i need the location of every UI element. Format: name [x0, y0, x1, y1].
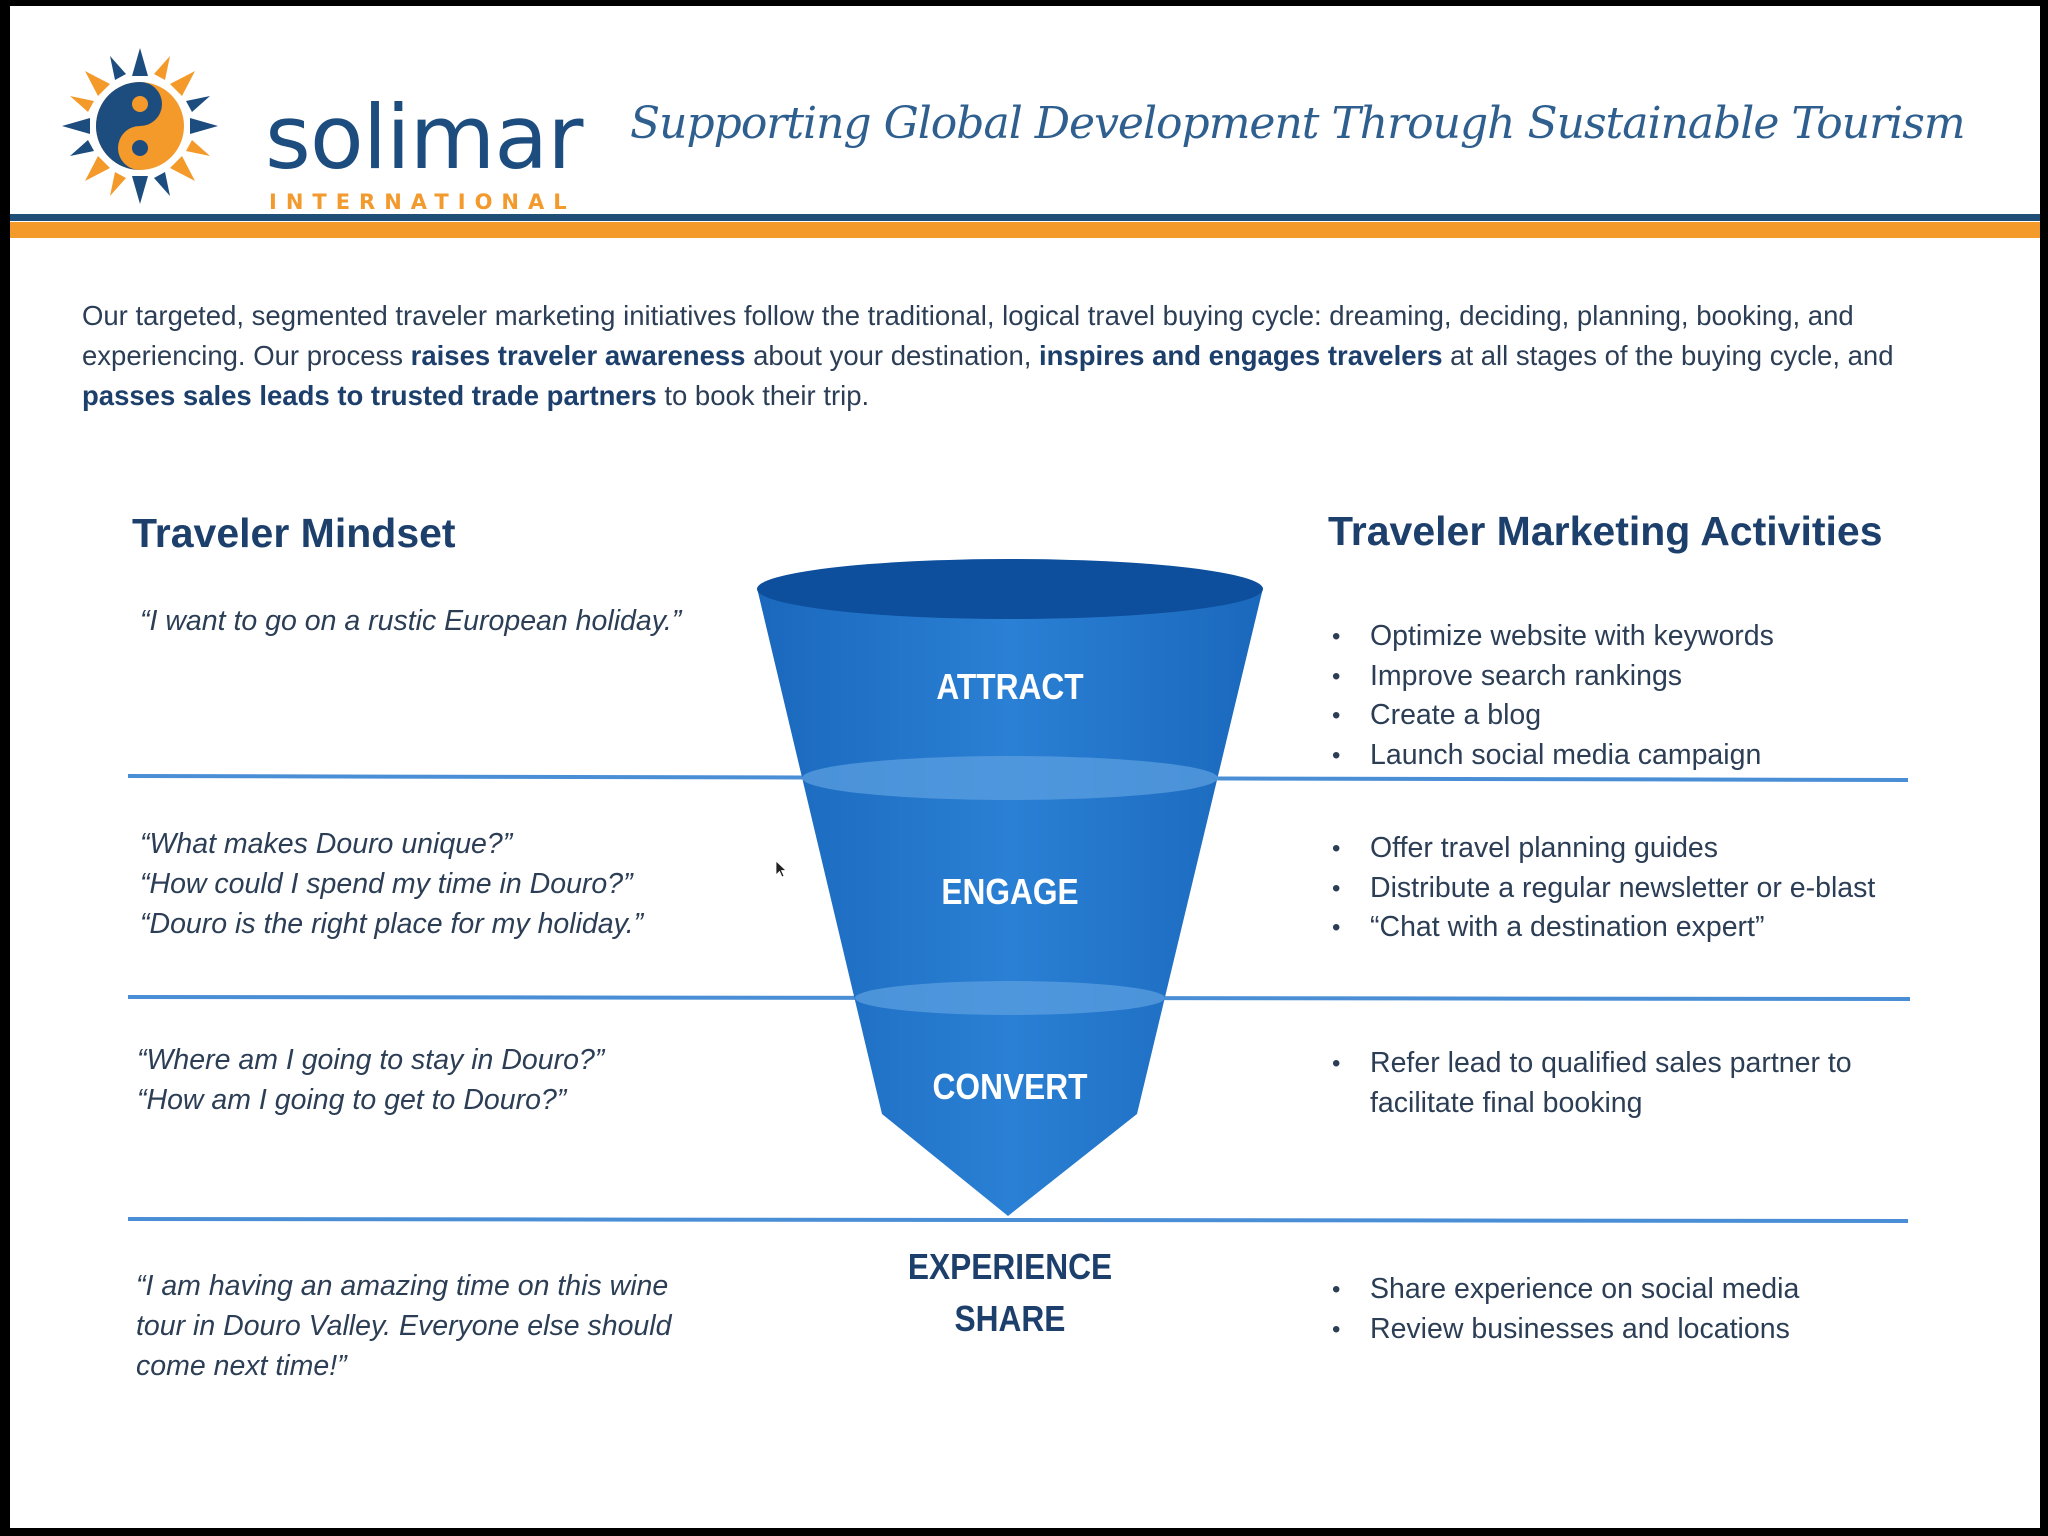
header-rule-orange — [10, 222, 2040, 238]
stage-label-convert: CONVERT — [932, 1066, 1088, 1107]
activity-item: Create a blog — [1330, 696, 1774, 736]
intro-text: about your destination, — [745, 340, 1040, 371]
activity-item: Improve search rankings — [1330, 657, 1774, 697]
funnel-band-ring — [855, 981, 1165, 1015]
intro-paragraph: Our targeted, segmented traveler marketi… — [82, 296, 1982, 416]
mindset-quote-line: “I am having an amazing time on this win… — [136, 1270, 669, 1302]
divider-line — [127, 1217, 1909, 1223]
tagline: Supporting Global Development Through Su… — [630, 98, 1966, 149]
intro-text: at all stages of the buying cycle, and — [1442, 340, 1894, 371]
activities-engage: Offer travel planning guides Distribute … — [1330, 829, 1875, 948]
intro-emphasis: inspires and engages travelers — [1039, 340, 1443, 371]
funnel-body — [757, 588, 1263, 1216]
header-rule-blue — [10, 214, 2040, 221]
mindset-quote: “Where am I going to stay in Douro?” — [137, 1044, 605, 1076]
stage-label-experience: EXPERIENCE — [907, 1246, 1113, 1287]
quote-group-attract: “I want to go on a rustic European holid… — [140, 601, 681, 641]
traveler-mindset-heading: Traveler Mindset — [132, 510, 456, 556]
mouse-cursor-icon — [775, 860, 788, 878]
intro-text: Our targeted, segmented traveler marketi… — [82, 300, 1854, 371]
logo-subtitle: INTERNATIONAL — [269, 190, 576, 214]
slide: solimar INTERNATIONAL Supporting Global … — [10, 6, 2040, 1528]
activity-item: Optimize website with keywords — [1330, 617, 1774, 657]
stage-label-share: SHARE — [954, 1298, 1066, 1339]
intro-emphasis: raises traveler awareness — [410, 340, 746, 371]
activity-item: Review businesses and locations — [1330, 1310, 1799, 1350]
sun-logo-icon — [62, 48, 218, 204]
funnel-band-ring — [802, 756, 1218, 800]
intro-emphasis: passes sales leads to trusted trade part… — [82, 380, 657, 411]
activity-item: “Chat with a destination expert” — [1330, 908, 1875, 948]
solimar-logo: solimar INTERNATIONAL — [55, 46, 583, 213]
activity-item: Offer travel planning guides — [1330, 829, 1875, 869]
marketing-funnel — [757, 559, 1263, 1216]
activities-experience: Share experience on social media Review … — [1330, 1270, 1799, 1349]
activity-item: Distribute a regular newsletter or e-bla… — [1330, 869, 1875, 909]
activities-attract: Optimize website with keywords Improve s… — [1330, 617, 1774, 775]
mindset-quote: “How am I going to get to Douro?” — [137, 1084, 567, 1116]
mindset-quote-line: come next time!” — [136, 1350, 347, 1382]
mindset-quote: “I want to go on a rustic European holid… — [140, 605, 682, 637]
intro-text: to book their trip. — [656, 380, 870, 411]
activity-item: Share experience on social media — [1330, 1270, 1799, 1310]
activities-convert: Refer lead to qualified sales partner to… — [1330, 1044, 1950, 1123]
activity-item: Refer lead to qualified sales partner to… — [1330, 1044, 1950, 1123]
stage-label-engage: ENGAGE — [941, 871, 1079, 912]
activity-item: Launch social media campaign — [1330, 736, 1774, 776]
mindset-quote: “Douro is the right place for my holiday… — [140, 908, 644, 940]
marketing-activities-heading: Traveler Marketing Activities — [1328, 508, 1883, 554]
quote-group-experience: “I am having an amazing time on this win… — [136, 1266, 671, 1386]
quote-group-engage: “What makes Douro unique?” “How could I … — [140, 824, 643, 944]
mindset-quote-line: tour in Douro Valley. Everyone else shou… — [136, 1310, 672, 1342]
logo-name: solimar — [265, 86, 583, 189]
mindset-quote: “How could I spend my time in Douro?” — [140, 868, 633, 900]
funnel-top-opening — [757, 559, 1263, 619]
quote-group-convert: “Where am I going to stay in Douro?” “Ho… — [137, 1040, 604, 1120]
mindset-quote: “What makes Douro unique?” — [140, 828, 513, 860]
stage-label-attract: ATTRACT — [936, 666, 1084, 707]
